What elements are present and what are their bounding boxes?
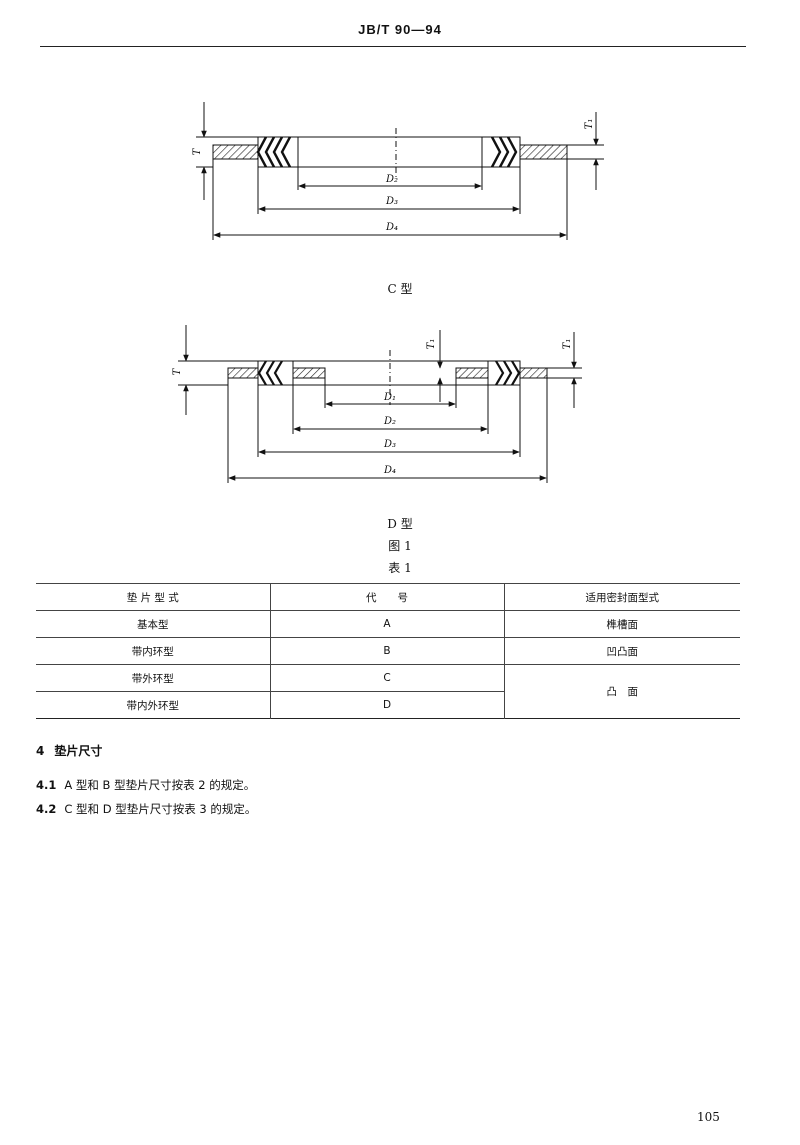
- outer-ring-left: [212, 144, 259, 160]
- table-row: 带内外环型 D: [36, 691, 740, 719]
- clause-text: A 型和 B 型垫片尺寸按表 2 的规定。: [64, 778, 256, 792]
- cell-seal: 凸 面: [503, 664, 740, 719]
- page-number: 105: [697, 1110, 720, 1124]
- figure-c-type: T T₁ D₂ D₃ D₄: [192, 102, 604, 240]
- cell-seal: 榫槽面: [503, 610, 740, 638]
- figure-c-caption: C 型: [387, 282, 413, 296]
- figure-caption: 图 1: [388, 539, 412, 553]
- table-header-row: 垫 片 型 式 代 号 适用密封面型式: [36, 583, 740, 611]
- dim-label-D2: D₂: [383, 416, 396, 427]
- figure-d-caption: D 型: [387, 517, 413, 531]
- cell-type: 带内环型: [36, 637, 270, 665]
- inner-ring-right: [455, 367, 489, 379]
- dim-label-T1: T₁: [584, 119, 595, 130]
- clause-number: 4.1: [36, 778, 57, 792]
- clause-text: C 型和 D 型垫片尺寸按表 3 的规定。: [64, 802, 257, 816]
- dim-label-T1-outer: T₁: [562, 339, 573, 350]
- dim-label-D1: D₁: [383, 392, 396, 403]
- cell-code: C: [269, 664, 504, 692]
- cell-type: 基本型: [36, 610, 270, 638]
- outer-ring-right: [519, 144, 568, 160]
- dim-label-T: T: [172, 367, 183, 375]
- clause-4-2: 4.2 C 型和 D 型垫片尺寸按表 3 的规定。: [36, 801, 256, 817]
- table-row: 带外环型 C 凸 面: [36, 664, 740, 719]
- dim-label-T: T: [192, 147, 203, 155]
- dim-label-D3: D₃: [383, 439, 396, 450]
- cell-type: 带内外环型: [36, 691, 270, 719]
- clause-4-1: 4.1 A 型和 B 型垫片尺寸按表 2 的规定。: [36, 777, 255, 793]
- figure-d-type: T T₁ T₁ D₁ D₂ D₃ D₄: [172, 325, 582, 483]
- col-header-seal: 适用密封面型式: [503, 583, 740, 611]
- outer-ring-right: [519, 367, 548, 379]
- dim-label-D4: D₄: [383, 465, 396, 476]
- col-header-type: 垫 片 型 式: [36, 583, 270, 611]
- dim-label-T1-inner: T₁: [426, 339, 437, 350]
- header-rule: [40, 46, 746, 47]
- inner-ring-left: [292, 367, 326, 379]
- table-1: 垫 片 型 式 代 号 适用密封面型式 基本型 A 榫槽面 带内环型 B 凹凸面…: [36, 583, 740, 719]
- clause-number: 4.2: [36, 802, 57, 816]
- page-header: JB/T 90—94: [358, 22, 442, 37]
- dim-label-D3: D₃: [385, 196, 398, 207]
- cell-code: A: [269, 610, 504, 638]
- cell-code: B: [269, 637, 504, 665]
- dim-label-D4: D₄: [385, 222, 398, 233]
- table-row: 基本型 A 榫槽面: [36, 610, 740, 638]
- section-heading: 4 垫片尺寸: [36, 742, 102, 759]
- table-row: 带内环型 B 凹凸面: [36, 637, 740, 665]
- table-caption: 表 1: [388, 561, 412, 575]
- cell-code: D: [269, 691, 504, 719]
- section-title: 垫片尺寸: [54, 744, 103, 758]
- outer-ring-left: [227, 367, 259, 379]
- cell-seal: 凹凸面: [503, 637, 740, 665]
- section-number: 4: [36, 744, 45, 758]
- cell-type: 带外环型: [36, 664, 270, 692]
- col-header-code: 代 号: [269, 583, 504, 611]
- dim-label-D2: D₂: [385, 174, 398, 185]
